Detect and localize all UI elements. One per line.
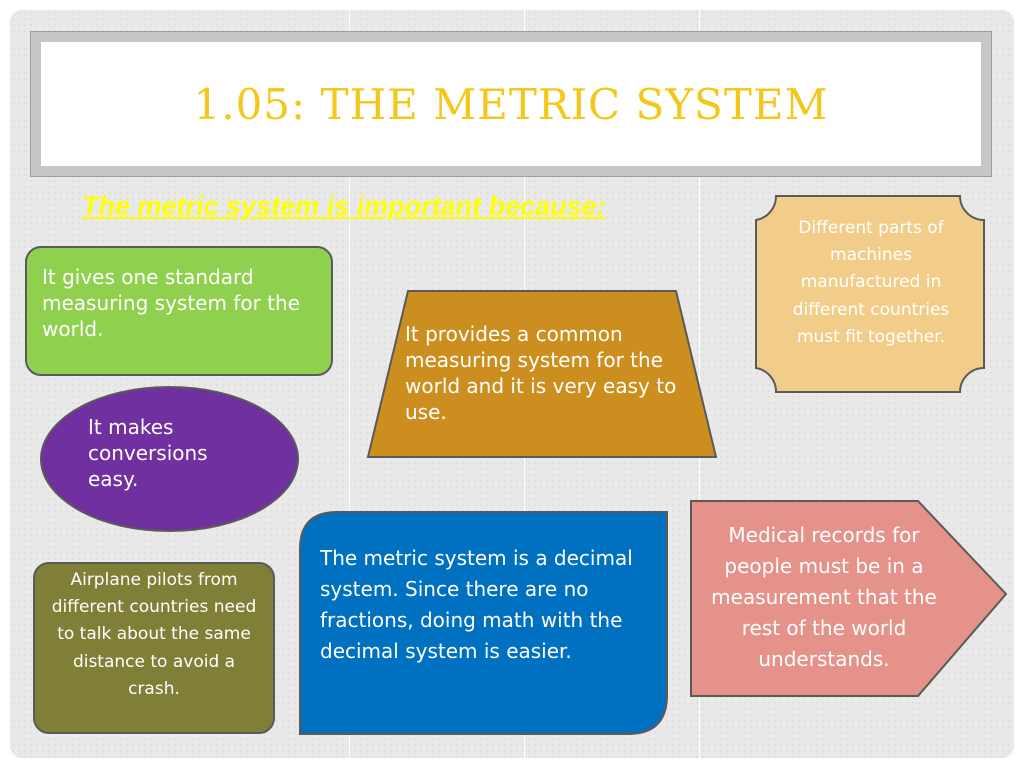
machines-text: Different parts of machines manufactured… bbox=[792, 218, 950, 347]
standard-system-box bbox=[25, 246, 333, 376]
medical-records-arrow bbox=[690, 500, 1008, 697]
slide-title: 1.05: The metric system bbox=[193, 79, 829, 129]
medical-records-text: Medical records for people must be in a … bbox=[711, 523, 937, 671]
pilots-box bbox=[33, 562, 275, 734]
common-system-trapezoid bbox=[366, 290, 718, 458]
decimal-system-box bbox=[299, 511, 668, 735]
pilots-text: Airplane pilots from different countries… bbox=[51, 570, 257, 699]
intro-heading: The metric system is important because: bbox=[82, 191, 606, 221]
background-line bbox=[699, 10, 700, 758]
background-line bbox=[349, 10, 350, 758]
title-frame: 1.05: The metric system bbox=[30, 31, 992, 177]
common-system-text: It provides a common measuring system fo… bbox=[405, 322, 677, 424]
slide: 1.05: The metric system The metric syste… bbox=[10, 10, 1014, 758]
title-box: 1.05: The metric system bbox=[41, 42, 981, 166]
machines-plaque bbox=[755, 195, 985, 393]
conversions-ellipse bbox=[40, 386, 299, 532]
standard-system-text: It gives one standard measuring system f… bbox=[42, 265, 300, 341]
decimal-system-text: The metric system is a decimal system. S… bbox=[320, 546, 633, 663]
conversions-text: It makes conversions easy. bbox=[88, 415, 208, 491]
